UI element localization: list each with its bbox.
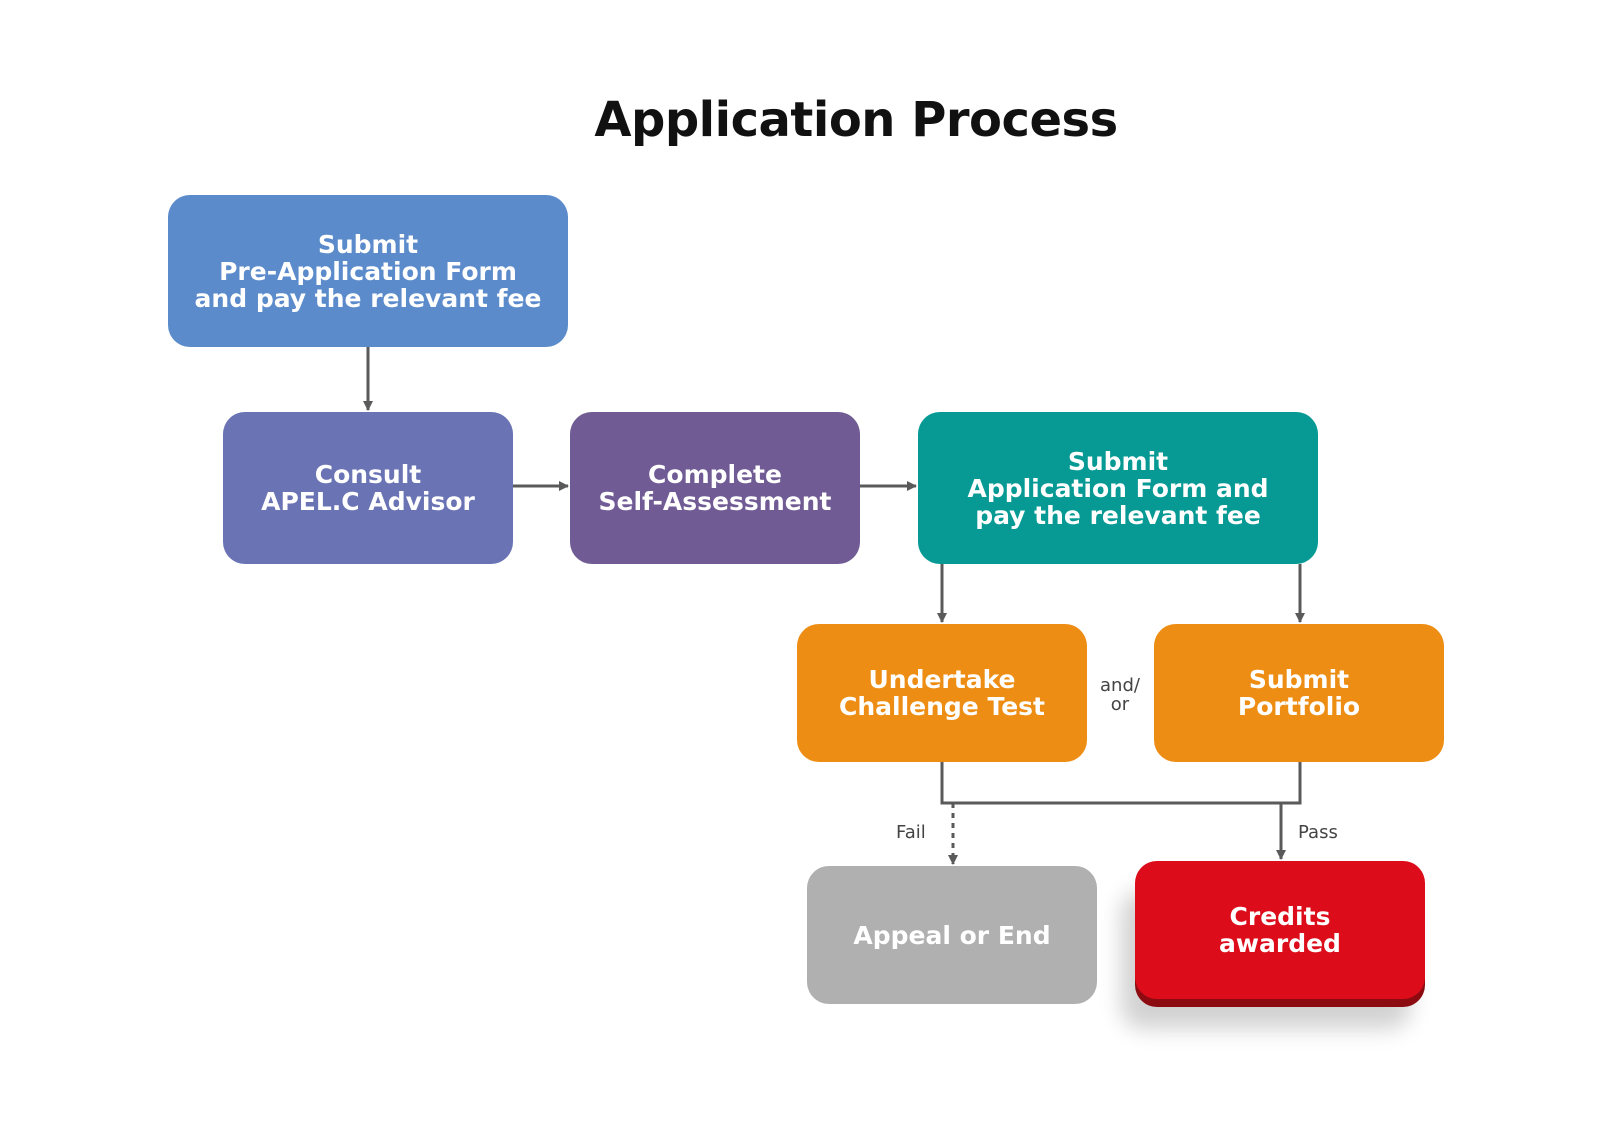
step-text-line: Pre-Application Form (219, 256, 517, 286)
step-text-line: Self-Assessment (598, 487, 832, 516)
and-or-label: and/ or (1092, 676, 1148, 714)
step-text-line: awarded (1219, 929, 1341, 958)
step-text-line: Submit (1067, 446, 1169, 476)
step-text-line: Challenge Test (839, 692, 1045, 721)
fail-label: Fail (896, 822, 926, 843)
step-text-line: Application Form and (967, 473, 1269, 503)
step-text-line: and pay the relevant fee (194, 283, 542, 313)
step-text-line: Portfolio (1237, 692, 1361, 721)
merge-line (940, 762, 1302, 805)
pass-label: Pass (1298, 822, 1338, 843)
step-text-line: Complete (648, 460, 782, 489)
step-text-line: Appeal or End (853, 920, 1051, 950)
step-text-line: Credits (1229, 902, 1331, 931)
and-or-line-1: and/ (1100, 675, 1140, 696)
step-text-line: Consult (314, 460, 422, 489)
step-appeal-or-end: Appeal or End (807, 866, 1097, 1004)
step-text-line: pay the relevant fee (975, 500, 1261, 530)
step-text-line: Submit (1248, 665, 1350, 694)
page-title: Application Process (594, 92, 1118, 148)
step-text-line: Submit (317, 229, 419, 259)
step-text-line: Undertake (868, 665, 1016, 694)
step-text-line: APEL.C Advisor (261, 487, 475, 516)
and-or-line-2: or (1110, 694, 1130, 715)
